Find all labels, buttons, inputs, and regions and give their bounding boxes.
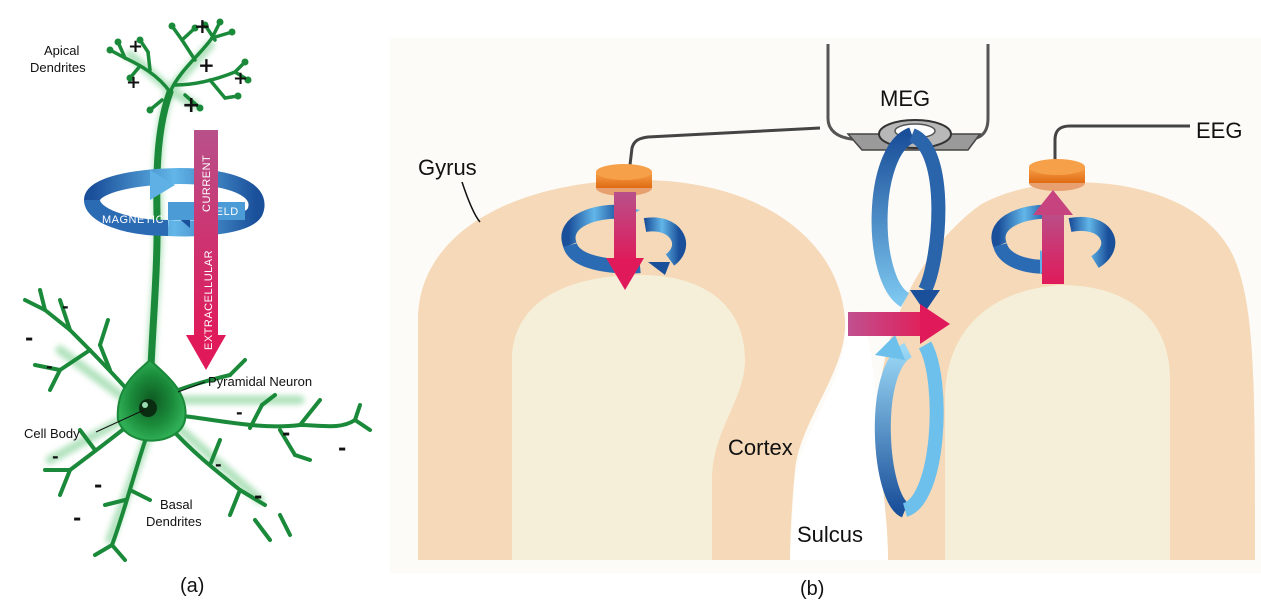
extracellular-label: EXTRACELLULAR xyxy=(203,250,215,350)
minus-sign: - xyxy=(73,506,81,530)
cell-body-label: Cell Body xyxy=(24,426,80,441)
minus-sign: - xyxy=(338,436,346,460)
magnetic-label: MAGNETIC xyxy=(102,214,164,226)
eeg-electrode-right xyxy=(1029,159,1085,191)
minus-sign: - xyxy=(215,455,222,474)
plus-sign: + xyxy=(126,72,141,93)
apical-label-line2: Dendrites xyxy=(30,60,86,75)
current-label: CURRENT xyxy=(201,155,213,212)
apical-label-line1: Apical xyxy=(44,43,80,58)
cortex-label: Cortex xyxy=(728,435,793,460)
minus-sign: - xyxy=(94,473,102,497)
gyrus-label: Gyrus xyxy=(418,155,477,180)
minus-sign: - xyxy=(236,403,243,422)
plus-sign: + xyxy=(233,68,248,89)
eeg-label: EEG xyxy=(1196,118,1242,143)
minus-sign: - xyxy=(62,297,69,316)
caption-b: (b) xyxy=(800,578,824,600)
meg-label: MEG xyxy=(880,86,930,111)
minus-sign: - xyxy=(25,326,33,350)
plus-sign: + xyxy=(182,93,200,118)
caption-a: (a) xyxy=(180,575,204,597)
sulcus-label: Sulcus xyxy=(797,522,863,547)
plus-sign: + xyxy=(198,53,215,77)
plus-sign: + xyxy=(194,14,211,38)
minus-sign: - xyxy=(254,484,262,508)
minus-sign: - xyxy=(46,357,53,376)
pyramidal-neuron-label: Pyramidal Neuron xyxy=(208,374,312,389)
eeg-electrode-left xyxy=(596,164,652,196)
panel-b xyxy=(390,38,1261,573)
minus-sign: - xyxy=(52,447,59,466)
plus-sign: + xyxy=(128,36,143,57)
minus-sign: - xyxy=(282,421,290,445)
basal-label-line1: Basal xyxy=(160,497,193,512)
basal-label-line2: Dendrites xyxy=(146,514,202,529)
